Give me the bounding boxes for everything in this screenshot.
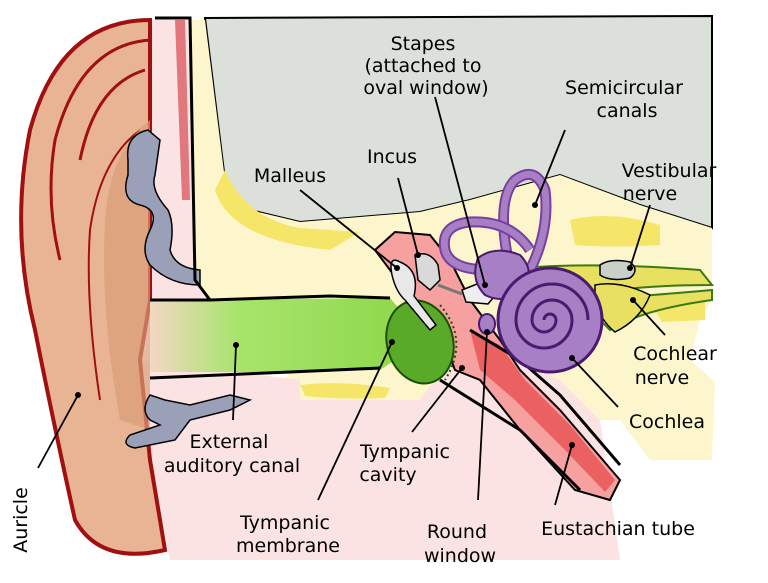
cartilage-lower — [125, 394, 253, 449]
auricle-fold-3 — [87, 129, 141, 401]
label-tympanic-membrane: Tympanic membrane — [236, 512, 340, 557]
ossicle-link — [437, 283, 463, 296]
label-semicircular-canals: Semicircular canals — [565, 77, 689, 122]
label-tympanic-cavity: Tympanic cavity — [359, 441, 456, 486]
label-cochlea: Cochlea — [629, 411, 705, 433]
semicircular-canal-2-inner — [440, 218, 533, 274]
canal-upper-wall — [150, 294, 391, 302]
vestibular-ganglion — [599, 259, 636, 281]
label-auricle: Auricle — [10, 487, 32, 553]
label-cochlear-nerve: Cochlear nerve — [633, 343, 723, 389]
eustachian-red — [470, 330, 615, 492]
auricle-fold-1 — [49, 38, 151, 261]
label-eustachian-tube: Eustachian tube — [541, 518, 695, 540]
bone-wall-red — [175, 20, 190, 200]
label-stapes: Stapes (attached to oval window) — [363, 33, 488, 99]
bone-accent-1 — [215, 170, 360, 250]
label-vestibular-nerve: Vestibular nerve — [622, 160, 723, 205]
cochlea-spiral — [514, 282, 590, 350]
membrane-dots — [439, 304, 458, 381]
canal-lower-wall — [149, 366, 381, 380]
eustachian-wall — [439, 328, 622, 492]
ear-canal — [150, 298, 400, 372]
pointer-lines — [37, 96, 666, 506]
cartilage-upper — [125, 129, 201, 286]
semicircular-canal-1-inner — [500, 170, 550, 272]
bone-accent-4 — [655, 300, 705, 322]
label-external-auditory-canal: External auditory canal — [164, 431, 300, 477]
bone-wall-line — [155, 16, 212, 301]
bone-accent-2 — [570, 216, 660, 247]
label-round-window: Round window — [424, 521, 496, 567]
label-incus: Incus — [367, 146, 417, 168]
auricle-fold-2 — [78, 68, 146, 161]
label-malleus: Malleus — [254, 165, 326, 187]
